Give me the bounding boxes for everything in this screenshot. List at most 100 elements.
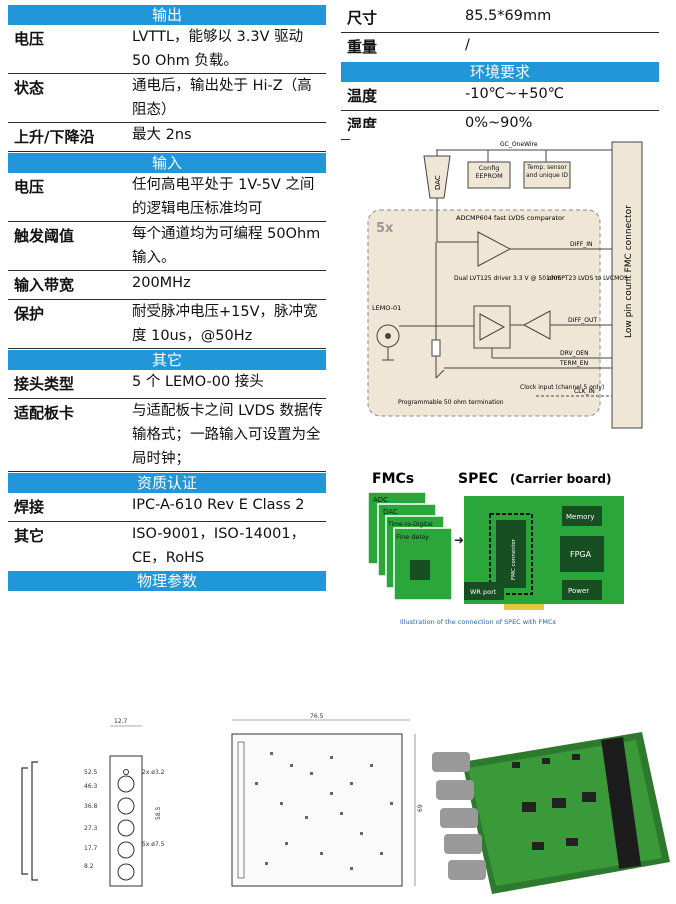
spec-row: 上升/下降沿 最大 2ns — [8, 123, 326, 152]
spec-row: 触发阈值 每个通道均为可编程 50Ohm 输入。 — [8, 222, 326, 271]
fmcs-title: FMCs — [372, 471, 414, 487]
dimension-label: 8.2 — [84, 863, 94, 870]
clock-input-label: Clock input (channel 5 only) — [520, 384, 604, 391]
spec-value: -10℃~+50℃ — [465, 86, 565, 102]
temp-sensor-label: Temp. sensor and unique ID — [525, 164, 569, 179]
spec-value: 与适配板卡之间 LVDS 数据传输格式；一路输入可设置为全局时钟； — [132, 403, 323, 467]
spec-row: 保护 耐受脉冲电压+15V，脉冲宽度 10us，@50Hz — [8, 300, 326, 349]
top-dimension: 12.7 — [114, 718, 128, 725]
driver-label: Dual LVT125 driver 3.3 V @ 50 ohm — [454, 275, 561, 282]
drv-oen-label: DRV_OEN — [560, 350, 589, 357]
spec-value: LVTTL，能够以 3.3V 驱动 50 Ohm 负载。 — [132, 29, 304, 69]
spec-key: 温度 — [347, 87, 378, 105]
power-label: Power — [568, 587, 589, 595]
spec-table-left: 输出 电压 LVTTL，能够以 3.3V 驱动 50 Ohm 负载。 状态 通电后，… — [8, 4, 326, 591]
term-en-label: TERM_EN — [559, 360, 588, 367]
spec-key: 触发阈值 — [14, 227, 75, 245]
section-header-environment: 环境要求 — [341, 61, 659, 82]
spec-key: 电压 — [14, 30, 45, 48]
spec-row: 适配板卡 与适配板卡之间 LVDS 数据传输格式；一路输入可设置为全局时钟； — [8, 399, 326, 472]
spec-key: 状态 — [14, 79, 45, 97]
spec-value: 耐受脉冲电压+15V，脉冲宽度 10us，@50Hz — [132, 304, 318, 344]
spec-key: 其它 — [14, 527, 45, 545]
spec-row: 输入带宽 200MHz — [8, 271, 326, 300]
dimension-label: 52.5 — [84, 769, 98, 776]
lemo-label: LEMO-01 — [372, 304, 401, 312]
spec-value: 5 个 LEMO-00 接头 — [132, 374, 264, 390]
dimension-label: 17.7 — [84, 845, 98, 852]
side-dimension: 58.5 — [155, 806, 162, 820]
multiplier-label: 5x — [376, 221, 394, 236]
fmc-caption: Illustration of the connection of SPEC w… — [400, 618, 557, 626]
fmc-connector-label: FMC connector — [511, 538, 517, 580]
spec-key: 上升/下降沿 — [14, 128, 95, 146]
spec-row: 其它 ISO-9001，ISO-14001，CE，RoHS — [8, 522, 326, 570]
lvds-label: 100EPT23 LVDS to LVCMOS — [546, 275, 628, 282]
spec-key: 电压 — [14, 178, 45, 196]
dimension-label: 27.3 — [84, 825, 98, 832]
card-label: ADC — [373, 496, 388, 504]
comparator-label: ADCMP604 fast LVDS comparator — [456, 214, 565, 222]
spec-key: 焊接 — [14, 498, 45, 516]
component-pattern — [255, 752, 393, 870]
spec-row: 焊接 IPC-A-610 Rev E Class 2 — [8, 493, 326, 522]
section-header-output: 输出 — [8, 4, 326, 25]
spec-value: / — [465, 37, 470, 53]
spec-key: 接头类型 — [14, 375, 75, 393]
termination-label: Programmable 50 ohm termination — [398, 399, 504, 406]
section-header-input: 输入 — [8, 152, 326, 173]
dimension-label: 46.3 — [84, 783, 98, 790]
spec-key: 保护 — [14, 305, 45, 323]
spec-value: IPC-A-610 Rev E Class 2 — [132, 497, 305, 513]
spec-key: 适配板卡 — [14, 404, 75, 422]
diff-out-label: DIFF_OUT — [568, 317, 597, 324]
clk-in-label: CLK_IN — [574, 388, 595, 395]
carrier-board-title: (Carrier board) — [510, 472, 612, 486]
spec-row: 温度 -10℃~+50℃ — [341, 82, 659, 111]
spec-value: 85.5*69mm — [465, 8, 552, 24]
hole-small-label: 2x ø3.2 — [142, 769, 165, 776]
spec-row: 接头类型 5 个 LEMO-00 接头 — [8, 370, 326, 399]
hole-big-label: 5x ø7.5 — [142, 841, 165, 848]
fmc-connector-label: Low pin count FMC connector — [624, 205, 634, 338]
spec-row: 电压 LVTTL，能够以 3.3V 驱动 50 Ohm 负载。 — [8, 25, 326, 74]
board-width-dim: 76.5 — [310, 713, 324, 720]
spec-row: 电压 任何高电平处于 1V-5V 之间的逻辑电压标准均可 — [8, 173, 326, 222]
spec-key: 尺寸 — [347, 9, 378, 27]
memory-label: Memory — [566, 513, 594, 521]
spec-value: 200MHz — [132, 275, 191, 291]
spec-value: ISO-9001，ISO-14001，CE，RoHS — [132, 526, 306, 566]
board-outline-drawing: 76.5 69 — [210, 712, 425, 897]
spec-key: 输入带宽 — [14, 276, 75, 294]
section-header-certification: 资质认证 — [8, 472, 326, 493]
fpga-label: FPGA — [570, 550, 592, 559]
product-photo — [432, 722, 670, 894]
front-panel-drawing: 12.7 52.5 46.3 36.8 27.3 17.7 8.2 2x ø3.… — [10, 712, 185, 897]
arrow-icon: ➜ — [454, 533, 464, 547]
diff-in-label: DIFF_IN — [570, 241, 593, 248]
spec-title: SPEC — [458, 471, 498, 487]
wr-port-label: WR port — [470, 588, 497, 596]
card-label: Time-to-Digital — [387, 521, 433, 528]
dimension-label: 36.8 — [84, 803, 98, 810]
dac-label: DAC — [434, 175, 442, 190]
spec-value: 通电后，输出处于 Hi-Z（高阻态） — [132, 78, 312, 118]
block-diagram: Low pin count FMC connector GC_OneWire D… — [350, 128, 668, 440]
spec-value: 最大 2ns — [132, 127, 192, 143]
card-label: DAC — [383, 508, 398, 516]
spec-value: 每个通道均为可编程 50Ohm 输入。 — [132, 226, 321, 266]
spec-row: 尺寸 85.5*69mm — [341, 4, 659, 33]
spec-key: 重量 — [347, 38, 378, 56]
gc-onewire-label: GC_OneWire — [500, 141, 538, 148]
section-header-other: 其它 — [8, 349, 326, 370]
spec-row: 状态 通电后，输出处于 Hi-Z（高阻态） — [8, 74, 326, 123]
spec-value: 任何高电平处于 1V-5V 之间的逻辑电压标准均可 — [132, 177, 315, 217]
spec-value: 0%~90% — [465, 115, 533, 131]
config-eeprom-label: Config EEPROM — [475, 164, 503, 180]
card-label: Fine delay — [396, 533, 429, 541]
section-header-physical: 物理参数 — [8, 570, 326, 591]
fmc-illustration: FMCs SPEC (Carrier board) ADC DAC Time-t… — [350, 452, 668, 632]
board-height-dim: 69 — [417, 804, 424, 812]
spec-row: 重量 / — [341, 33, 659, 61]
